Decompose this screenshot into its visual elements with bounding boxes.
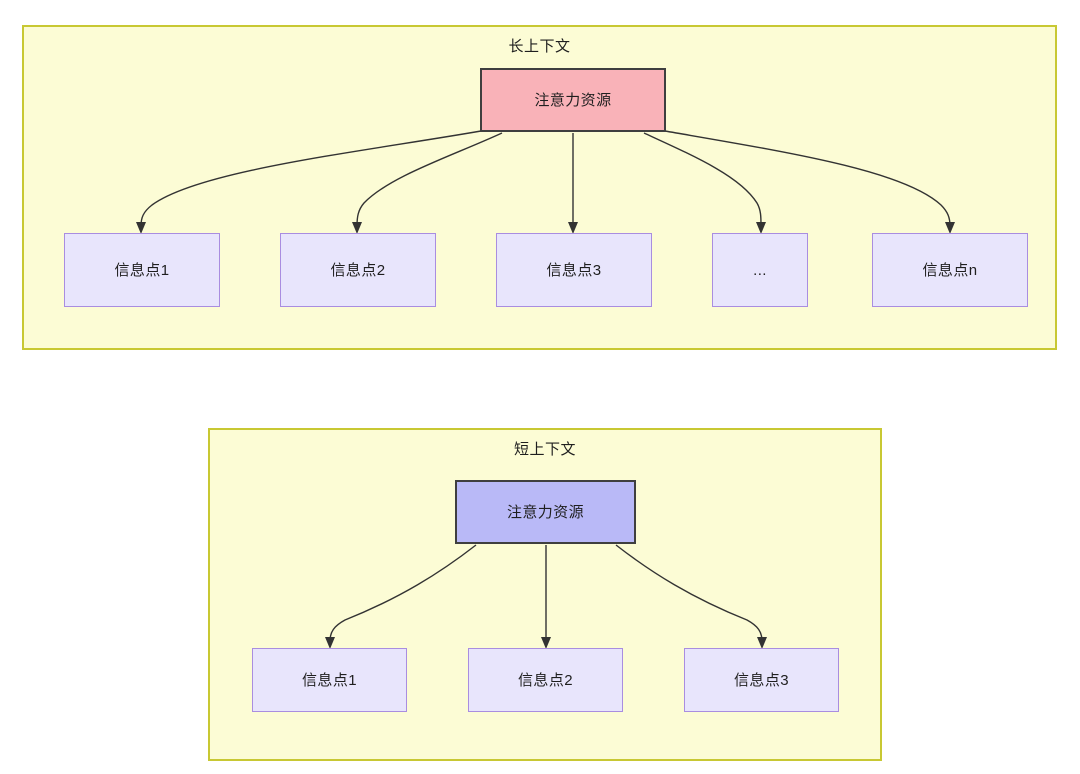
node-label: 信息点3 xyxy=(546,261,602,279)
node-label: 信息点3 xyxy=(734,671,789,689)
node-info-point-2-short[interactable]: 信息点2 xyxy=(468,648,623,712)
node-info-point-3-short[interactable]: 信息点3 xyxy=(684,648,839,712)
node-label: ... xyxy=(753,261,767,279)
node-label: 注意力资源 xyxy=(506,503,584,521)
node-label: 信息点1 xyxy=(114,261,170,279)
node-info-point-2-long[interactable]: 信息点2 xyxy=(280,233,436,307)
node-label: 注意力资源 xyxy=(534,91,612,109)
node-info-point-1-short[interactable]: 信息点1 xyxy=(252,648,407,712)
node-attention-resource-long[interactable]: 注意力资源 xyxy=(480,68,666,132)
node-label: 信息点n xyxy=(922,261,978,279)
node-label: 信息点1 xyxy=(302,671,357,689)
node-info-point-3-long[interactable]: 信息点3 xyxy=(496,233,652,307)
node-info-point-n-long[interactable]: 信息点n xyxy=(872,233,1028,307)
node-info-point-ellipsis-long[interactable]: ... xyxy=(712,233,808,307)
context-title-short: 短上下文 xyxy=(513,441,576,458)
node-attention-resource-short[interactable]: 注意力资源 xyxy=(455,480,636,544)
context-title-long: 长上下文 xyxy=(508,38,571,55)
node-label: 信息点2 xyxy=(518,671,573,689)
node-info-point-1-long[interactable]: 信息点1 xyxy=(64,233,220,307)
node-label: 信息点2 xyxy=(330,261,386,279)
